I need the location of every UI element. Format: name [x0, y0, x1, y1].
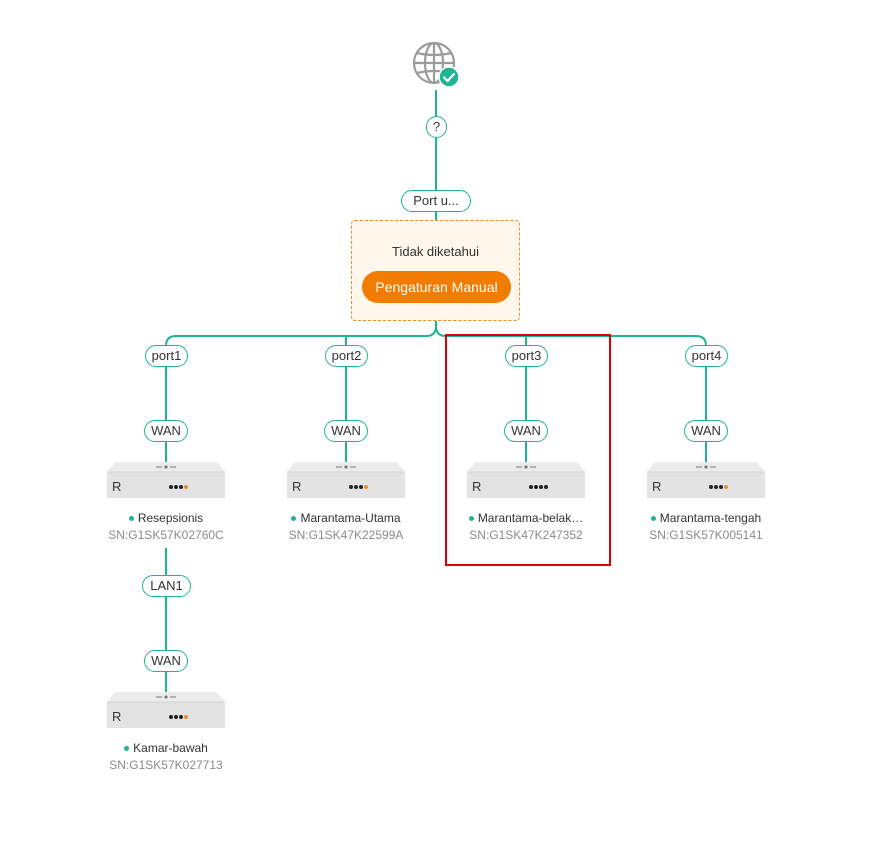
device-brand-letter: R	[112, 709, 121, 724]
device-led-3	[179, 715, 183, 719]
device-led-4	[724, 485, 728, 489]
device-name-text: Marantama-Utama	[300, 511, 401, 525]
online-status-dot	[291, 516, 297, 522]
device-led-2	[714, 485, 718, 489]
port2-label[interactable]: port2	[325, 345, 368, 367]
device-name-text: Resepsionis	[137, 511, 204, 525]
router-device-port2[interactable]: R	[287, 462, 405, 498]
device-name-port2[interactable]: Marantama-Utama	[266, 511, 426, 525]
uplink-port-label[interactable]: Port u...	[401, 190, 471, 212]
router-device-port4[interactable]: R	[647, 462, 765, 498]
device-name-text: Kamar-bawah	[133, 741, 208, 755]
sub-device-wan-label[interactable]: WAN	[144, 650, 188, 672]
online-status-dot	[650, 516, 656, 522]
router-device-port1[interactable]: R	[107, 462, 225, 498]
router-icon: R	[287, 462, 405, 498]
device-led-3	[719, 485, 723, 489]
router-icon: R	[107, 692, 225, 728]
port1-label[interactable]: port1	[145, 345, 188, 367]
online-status-dot	[124, 746, 130, 752]
device-led-2	[354, 485, 358, 489]
port3-label[interactable]: port3	[505, 345, 548, 367]
selection-highlight-box	[445, 334, 611, 566]
device-led-4	[184, 715, 188, 719]
port4-wan-label[interactable]: WAN	[684, 420, 728, 442]
online-status-dot	[128, 516, 134, 522]
device-led-4	[184, 485, 188, 489]
check-circle-icon	[438, 66, 460, 88]
router-icon: R	[107, 462, 225, 498]
device-sn-sub: SN:G1SK57K027713	[109, 758, 223, 772]
device-led-2	[534, 485, 538, 489]
port4-label[interactable]: port4	[685, 345, 728, 367]
manual-settings-button[interactable]: Pengaturan Manual	[362, 271, 511, 303]
device-brand-letter: R	[292, 479, 301, 494]
device-name-port3[interactable]: Marantama-belak…	[446, 511, 606, 525]
device-name-port1[interactable]: Resepsionis	[86, 511, 246, 525]
device-led-1	[349, 485, 353, 489]
router-device-port3[interactable]: R	[467, 462, 585, 498]
port2-wan-label[interactable]: WAN	[324, 420, 368, 442]
device-brand-letter: R	[112, 479, 121, 494]
lan1-label[interactable]: LAN1	[142, 575, 191, 597]
device-name-port4[interactable]: Marantama-tengah	[626, 511, 786, 525]
device-led-1	[169, 715, 173, 719]
device-led-3	[539, 485, 543, 489]
unknown-device-node: Tidak diketahui Pengaturan Manual	[351, 220, 520, 321]
device-sn-port1: SN:G1SK57K02760C	[108, 528, 224, 542]
device-led-4	[364, 485, 368, 489]
device-led-1	[169, 485, 173, 489]
device-led-2	[174, 715, 178, 719]
router-icon: R	[647, 462, 765, 498]
unknown-link-badge[interactable]: ?	[426, 116, 447, 138]
internet-node[interactable]	[411, 41, 460, 89]
device-name-text: Marantama-tengah	[659, 511, 762, 525]
device-led-4	[544, 485, 548, 489]
port3-wan-label[interactable]: WAN	[504, 420, 548, 442]
router-device-sub[interactable]: R	[107, 692, 225, 728]
device-name-text: Marantama-belak…	[477, 511, 584, 525]
router-icon: R	[467, 462, 585, 498]
port1-wan-label[interactable]: WAN	[144, 420, 188, 442]
device-brand-letter: R	[472, 479, 481, 494]
device-led-1	[529, 485, 533, 489]
device-sn-port4: SN:G1SK57K005141	[649, 528, 763, 542]
device-brand-letter: R	[652, 479, 661, 494]
device-name-sub[interactable]: Kamar-bawah	[86, 741, 246, 755]
online-status-dot	[468, 516, 474, 522]
device-sn-port3: SN:G1SK47K247352	[469, 528, 583, 542]
device-led-2	[174, 485, 178, 489]
device-sn-port2: SN:G1SK47K22599A	[288, 528, 404, 542]
device-led-3	[359, 485, 363, 489]
device-led-1	[709, 485, 713, 489]
unknown-device-label: Tidak diketahui	[392, 244, 479, 259]
device-led-3	[179, 485, 183, 489]
